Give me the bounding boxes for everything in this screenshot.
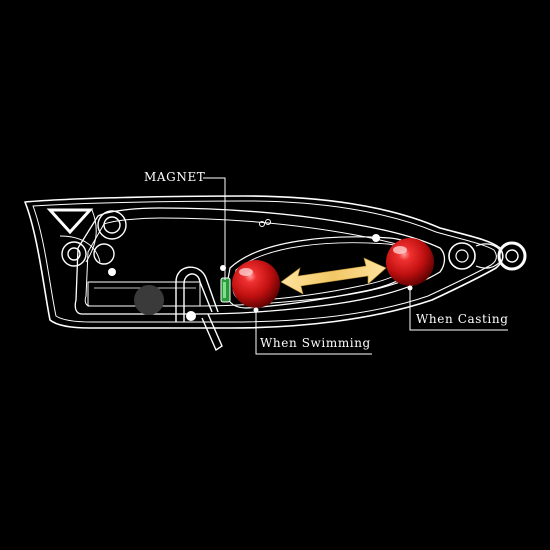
dark-disc	[134, 285, 164, 315]
weight-ball-swimming	[232, 260, 280, 308]
hook-hanger	[175, 266, 223, 352]
magnet-icon	[220, 277, 231, 303]
when-swimming-label: When Swimming	[260, 336, 371, 350]
magnet-leader	[203, 177, 226, 280]
when-casting-label: When Casting	[416, 312, 509, 326]
swimming-leader	[255, 308, 372, 355]
pin-dots	[108, 219, 380, 321]
magnet-label: MAGNET	[144, 170, 206, 184]
double-headed-arrow-icon	[280, 257, 387, 295]
line-tie-eye	[448, 241, 527, 271]
casting-leader	[409, 286, 508, 331]
leader-lines	[203, 177, 508, 355]
weight-ball-casting	[386, 238, 434, 286]
lure-head-details	[46, 208, 127, 267]
